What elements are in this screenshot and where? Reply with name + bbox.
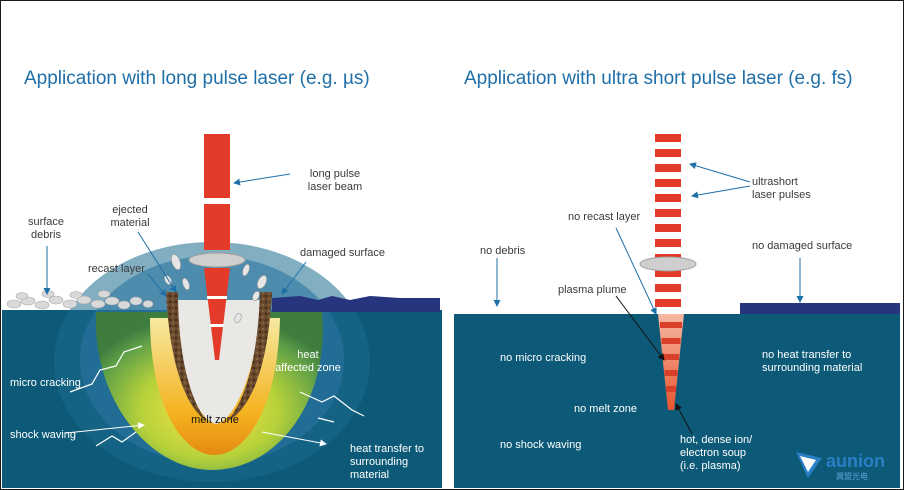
left-pointer-arrows	[43, 173, 307, 297]
beam-stripe	[207, 296, 227, 299]
focusing-lens-right	[639, 256, 697, 272]
ultrashort-pulse	[655, 194, 681, 202]
ultrashort-pulse	[663, 354, 679, 360]
long-pulse-beam-mid	[204, 204, 230, 250]
recast-wall-left	[166, 292, 208, 422]
ultrashort-pulse	[655, 134, 681, 142]
logo-text: aunion	[826, 451, 885, 471]
right-black-arrows	[615, 295, 693, 435]
ejected-particles	[164, 254, 267, 324]
ultrashort-pulse	[655, 209, 681, 217]
logo-subtext: 翼盟光电	[836, 472, 868, 481]
label-shock-waving: shock waving	[10, 429, 77, 441]
long-pulse-beam-cone	[204, 268, 230, 360]
label-no-micro-cracking: no micro cracking	[500, 352, 587, 364]
label-recast-layer: recast layer	[88, 263, 145, 275]
label-no-shock-waving: no shock waving	[500, 439, 582, 451]
ultrashort-pulse	[655, 224, 681, 232]
label-damaged-surface: damaged surface	[300, 247, 385, 259]
ultrashort-pulse	[655, 239, 681, 247]
damaged-surface-layer	[272, 296, 440, 312]
ultrashort-pulse-stripes	[655, 134, 682, 392]
ultrashort-pulse	[655, 149, 681, 157]
left-title: Application with long pulse laser (e.g. …	[24, 68, 370, 89]
ultrashort-pulse	[655, 164, 681, 172]
ultrashort-pulse	[655, 269, 681, 277]
ultrashort-pulse	[655, 284, 681, 292]
micro-cracks	[69, 345, 365, 447]
crater-interior	[176, 300, 262, 424]
left-white-arrows	[65, 422, 327, 447]
label-no-recast-layer: no recast layer	[568, 211, 641, 223]
label-micro-cracking: micro cracking	[10, 377, 81, 389]
label-melt-zone: melt zone	[191, 414, 239, 426]
ultrashort-pulse	[664, 370, 678, 376]
aunion-logo-mark	[796, 452, 822, 478]
label-plasma-plume: plasma plume	[558, 284, 627, 296]
label-no-debris: no debris	[480, 245, 526, 257]
beam-stripe	[210, 324, 224, 327]
focusing-lens-left	[188, 252, 246, 268]
ultrashort-pulse	[666, 386, 676, 392]
label-no-damaged-surface: no damaged surface	[752, 240, 853, 252]
ultrashort-pulse	[655, 299, 681, 307]
right-pointer-arrows	[493, 162, 804, 315]
ultrashort-pulse	[661, 338, 681, 344]
right-title: Application with ultra short pulse laser…	[464, 68, 853, 89]
label-no-melt-zone: no melt zone	[574, 403, 637, 415]
ultrashort-pulse	[655, 179, 681, 187]
ultrashort-pulse	[660, 322, 682, 328]
undamaged-surface-layer	[740, 303, 900, 314]
long-pulse-beam-upper	[204, 134, 230, 198]
label-hot-dense-plasma: hot, dense ion/electron soup(i.e. plasma…	[680, 434, 753, 472]
recast-wall-right	[226, 292, 272, 422]
